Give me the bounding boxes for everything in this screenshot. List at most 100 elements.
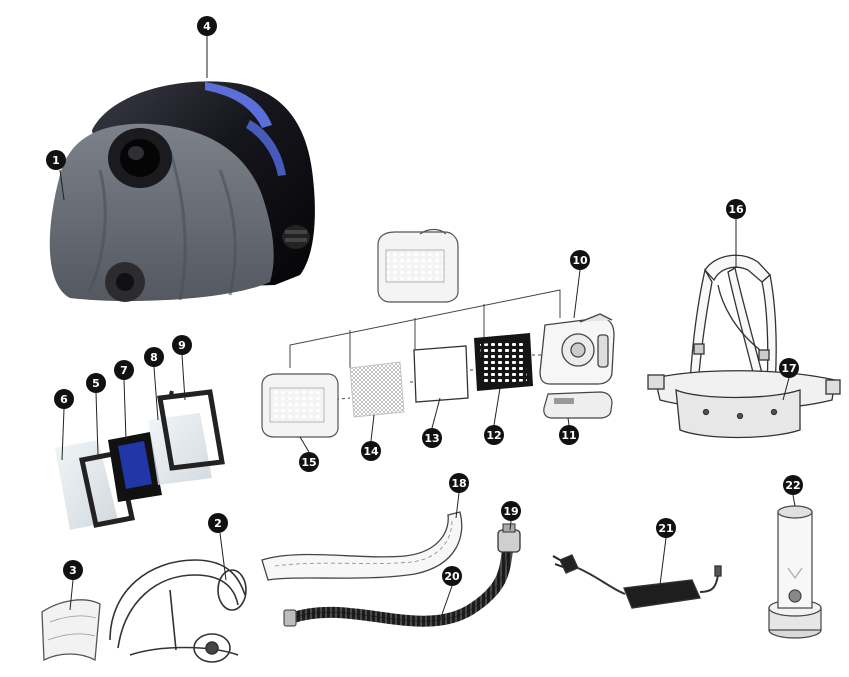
air-inlet-knob [105, 262, 145, 302]
callout-6: 6 [54, 389, 74, 409]
callout-badge [63, 560, 83, 580]
callout-12: 12 [484, 425, 504, 445]
callout-number: 22 [785, 479, 800, 492]
callout-badge [726, 199, 746, 219]
battery-charger-icon [552, 554, 722, 609]
callout-19: 19 [501, 501, 521, 521]
callout-20: 20 [442, 566, 462, 586]
callout-badge [442, 566, 462, 586]
callout-number: 21 [658, 522, 673, 535]
callout-number: 9 [178, 339, 186, 352]
callout-13: 13 [422, 428, 442, 448]
callout-badge [501, 501, 521, 521]
callout-badge [570, 250, 590, 270]
pre-filter-icon [413, 345, 469, 403]
hose-connector-icon [497, 523, 521, 553]
lens-holder-tab [168, 390, 174, 399]
callout-badge [172, 335, 192, 355]
inner-cover-lens-icon [148, 413, 212, 485]
lens-holder-icon [157, 389, 225, 471]
shoulder-harness-icon [689, 254, 777, 389]
callout-17: 17 [779, 358, 799, 378]
gasket-frame-icon [79, 450, 135, 528]
callout-badge [114, 360, 134, 380]
callout-number: 18 [451, 477, 466, 490]
callout-number: 16 [728, 203, 744, 216]
callout-badge [779, 358, 799, 378]
spark-arrestor-icon [349, 361, 405, 418]
filter-cover-icon [261, 373, 339, 438]
callout-2: 2 [208, 513, 228, 533]
callout-leaders [59, 36, 796, 621]
callout-number: 6 [60, 393, 68, 406]
auto-darkening-filter-window [118, 441, 152, 489]
battery-icon [543, 391, 613, 419]
callout-22: 22 [783, 475, 803, 495]
callout-4: 4 [197, 16, 217, 36]
callout-badge [46, 150, 66, 170]
callout-number: 11 [561, 429, 576, 442]
callout-badge [559, 425, 579, 445]
hood-icon [49, 123, 274, 302]
callout-8: 8 [144, 347, 164, 367]
callout-badge [656, 518, 676, 538]
callout-badge [54, 389, 74, 409]
callout-badge [449, 473, 469, 493]
callout-16: 16 [726, 199, 746, 219]
callout-10: 10 [570, 250, 590, 270]
callout-number: 19 [503, 505, 518, 518]
callout-badge [208, 513, 228, 533]
callout-badge [422, 428, 442, 448]
waist-belt-icon [647, 370, 841, 439]
callout-number: 10 [572, 254, 588, 267]
callout-badge [361, 441, 381, 461]
callout-21: 21 [656, 518, 676, 538]
callout-number: 5 [92, 377, 100, 390]
sweatband-ribs [47, 615, 97, 641]
callout-number: 4 [203, 20, 211, 33]
callout-number: 17 [781, 362, 796, 375]
callout-badge [299, 452, 319, 472]
callout-7: 7 [114, 360, 134, 380]
sweatband-icon [41, 599, 101, 662]
hood-fold-lines [88, 149, 237, 301]
breathing-tube-outline [291, 544, 509, 622]
callout-number: 8 [150, 351, 158, 364]
blower-unit-icon [539, 313, 615, 385]
callout-number: 2 [214, 517, 222, 530]
callout-9: 9 [172, 335, 192, 355]
hose-cover-seam [274, 519, 453, 567]
airflow-indicator-icon [768, 505, 822, 639]
callout-number: 1 [52, 154, 60, 167]
tube-end-fitting [283, 609, 297, 627]
callout-number: 13 [424, 432, 439, 445]
callout-badge [783, 475, 803, 495]
spare-filter-cover-icon [377, 228, 459, 303]
callout-number: 15 [301, 456, 316, 469]
callout-badge [144, 347, 164, 367]
callout-5: 5 [86, 373, 106, 393]
adjustment-knob-icon [282, 225, 310, 249]
lens-stack [55, 389, 225, 530]
callout-15: 15 [299, 452, 319, 472]
particle-filter-icon [474, 333, 533, 391]
callout-3: 3 [63, 560, 83, 580]
callout-badge [86, 373, 106, 393]
helmet-assembly [49, 81, 315, 302]
hose-cover-icon [261, 511, 463, 581]
callout-18: 18 [449, 473, 469, 493]
callout-1: 1 [46, 150, 66, 170]
headgear-icon [109, 559, 247, 663]
callout-14: 14 [361, 441, 381, 461]
callout-number: 12 [486, 429, 501, 442]
helmet-eyepiece [108, 128, 172, 188]
helmet-accent-stripe [205, 82, 272, 128]
callout-number: 14 [363, 445, 379, 458]
helmet-brand-stripe [246, 120, 286, 176]
callout-number: 20 [444, 570, 460, 583]
callout-badge [484, 425, 504, 445]
callout-badge [197, 16, 217, 36]
callout-11: 11 [559, 425, 579, 445]
